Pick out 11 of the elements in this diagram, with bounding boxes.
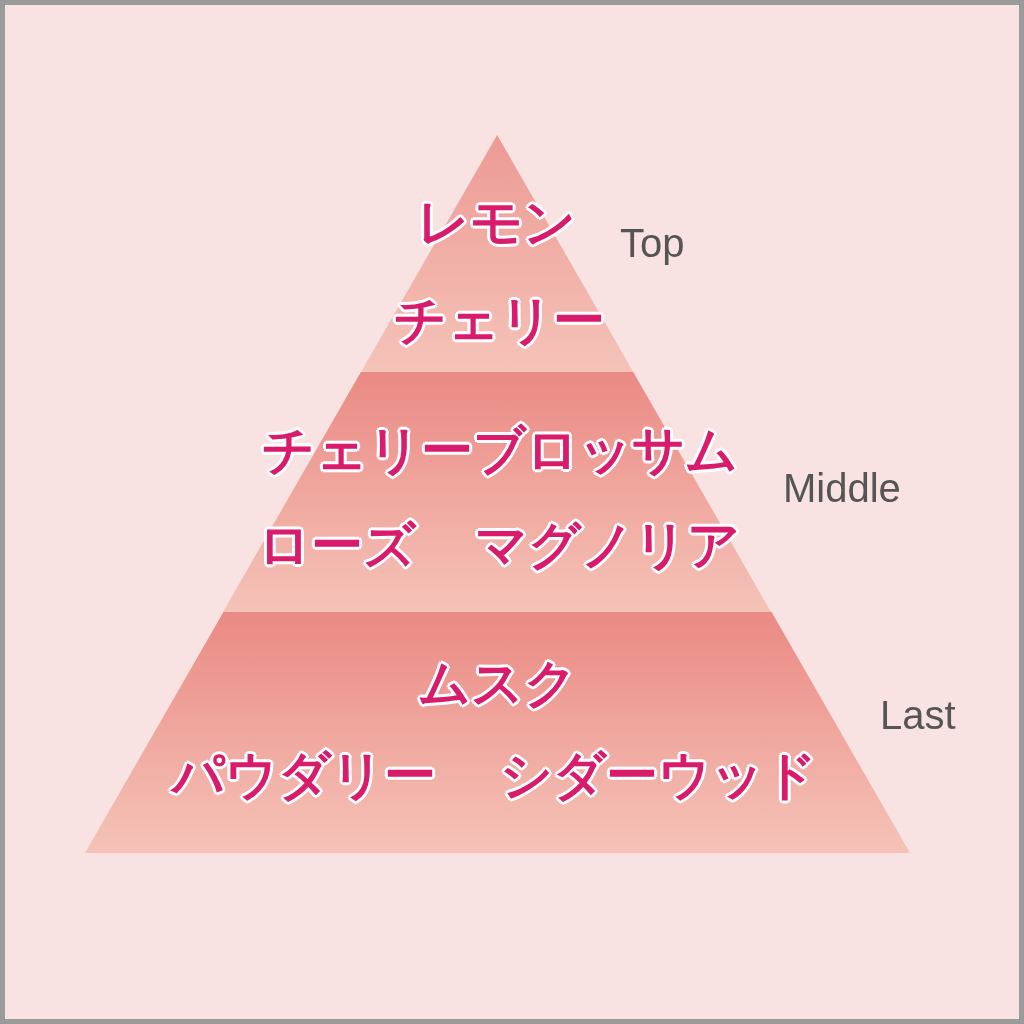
scent-note: マグノリア <box>475 515 740 575</box>
scent-note: ムスク <box>417 653 577 713</box>
scent-note: シダーウッド <box>500 745 817 805</box>
scent-note: レモン <box>417 192 577 252</box>
scent-note: チェリー <box>394 290 606 350</box>
scent-note: ローズ <box>258 515 416 575</box>
tier-label: Last <box>880 692 956 738</box>
tier-label: Middle <box>783 465 901 511</box>
scent-note: パウダリー <box>172 745 436 805</box>
scent-note: チェリーブロッサム <box>262 420 738 480</box>
tier-label: Top <box>620 220 685 266</box>
